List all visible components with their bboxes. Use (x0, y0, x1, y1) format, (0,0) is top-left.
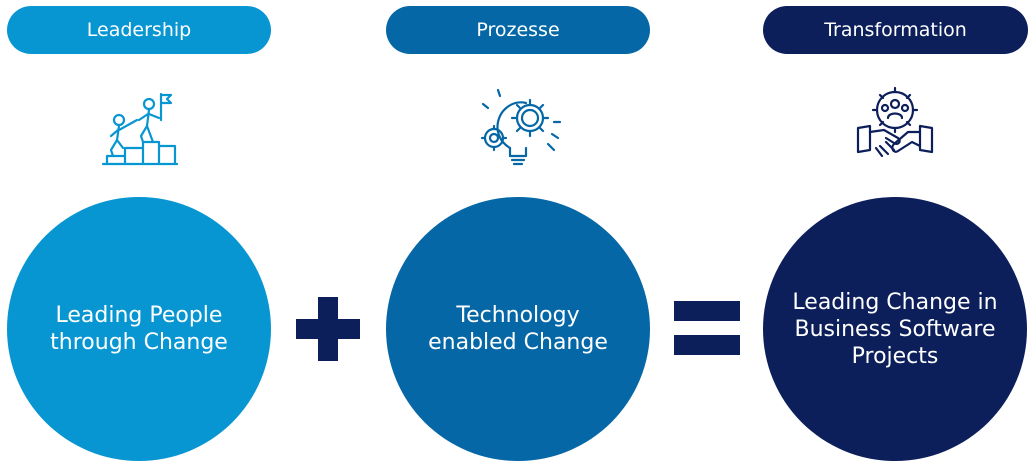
circle-leading-people: Leading People through Change (7, 197, 271, 461)
header-prozesse-label: Prozesse (476, 19, 560, 41)
lightbulb-gears-icon (474, 86, 564, 170)
circle-leading-change-text: Leading Change in Business Software Proj… (792, 289, 997, 370)
circle-line: Leading Change in (792, 289, 998, 315)
circle-line: Business Software (794, 316, 996, 342)
circle-leading-people-text: Leading People through Change (50, 302, 228, 356)
header-leadership: Leadership (7, 6, 271, 54)
circle-line: through Change (50, 330, 228, 355)
header-transformation: Transformation (763, 6, 1028, 54)
circle-line: Technology (456, 303, 580, 328)
header-prozesse: Prozesse (386, 6, 650, 54)
handshake-team-icon (850, 86, 940, 170)
circle-technology: Technology enabled Change (386, 197, 650, 461)
header-transformation-label: Transformation (824, 19, 967, 41)
circle-leading-change: Leading Change in Business Software Proj… (763, 197, 1027, 461)
circle-line: Projects (851, 343, 939, 369)
circle-technology-text: Technology enabled Change (428, 302, 608, 356)
header-leadership-label: Leadership (86, 19, 192, 41)
equals-icon (674, 301, 740, 355)
circle-line: Leading People (55, 303, 223, 328)
plus-icon (296, 297, 360, 361)
circle-line: enabled Change (428, 330, 608, 355)
climbing-helping-hand-icon (95, 86, 185, 170)
